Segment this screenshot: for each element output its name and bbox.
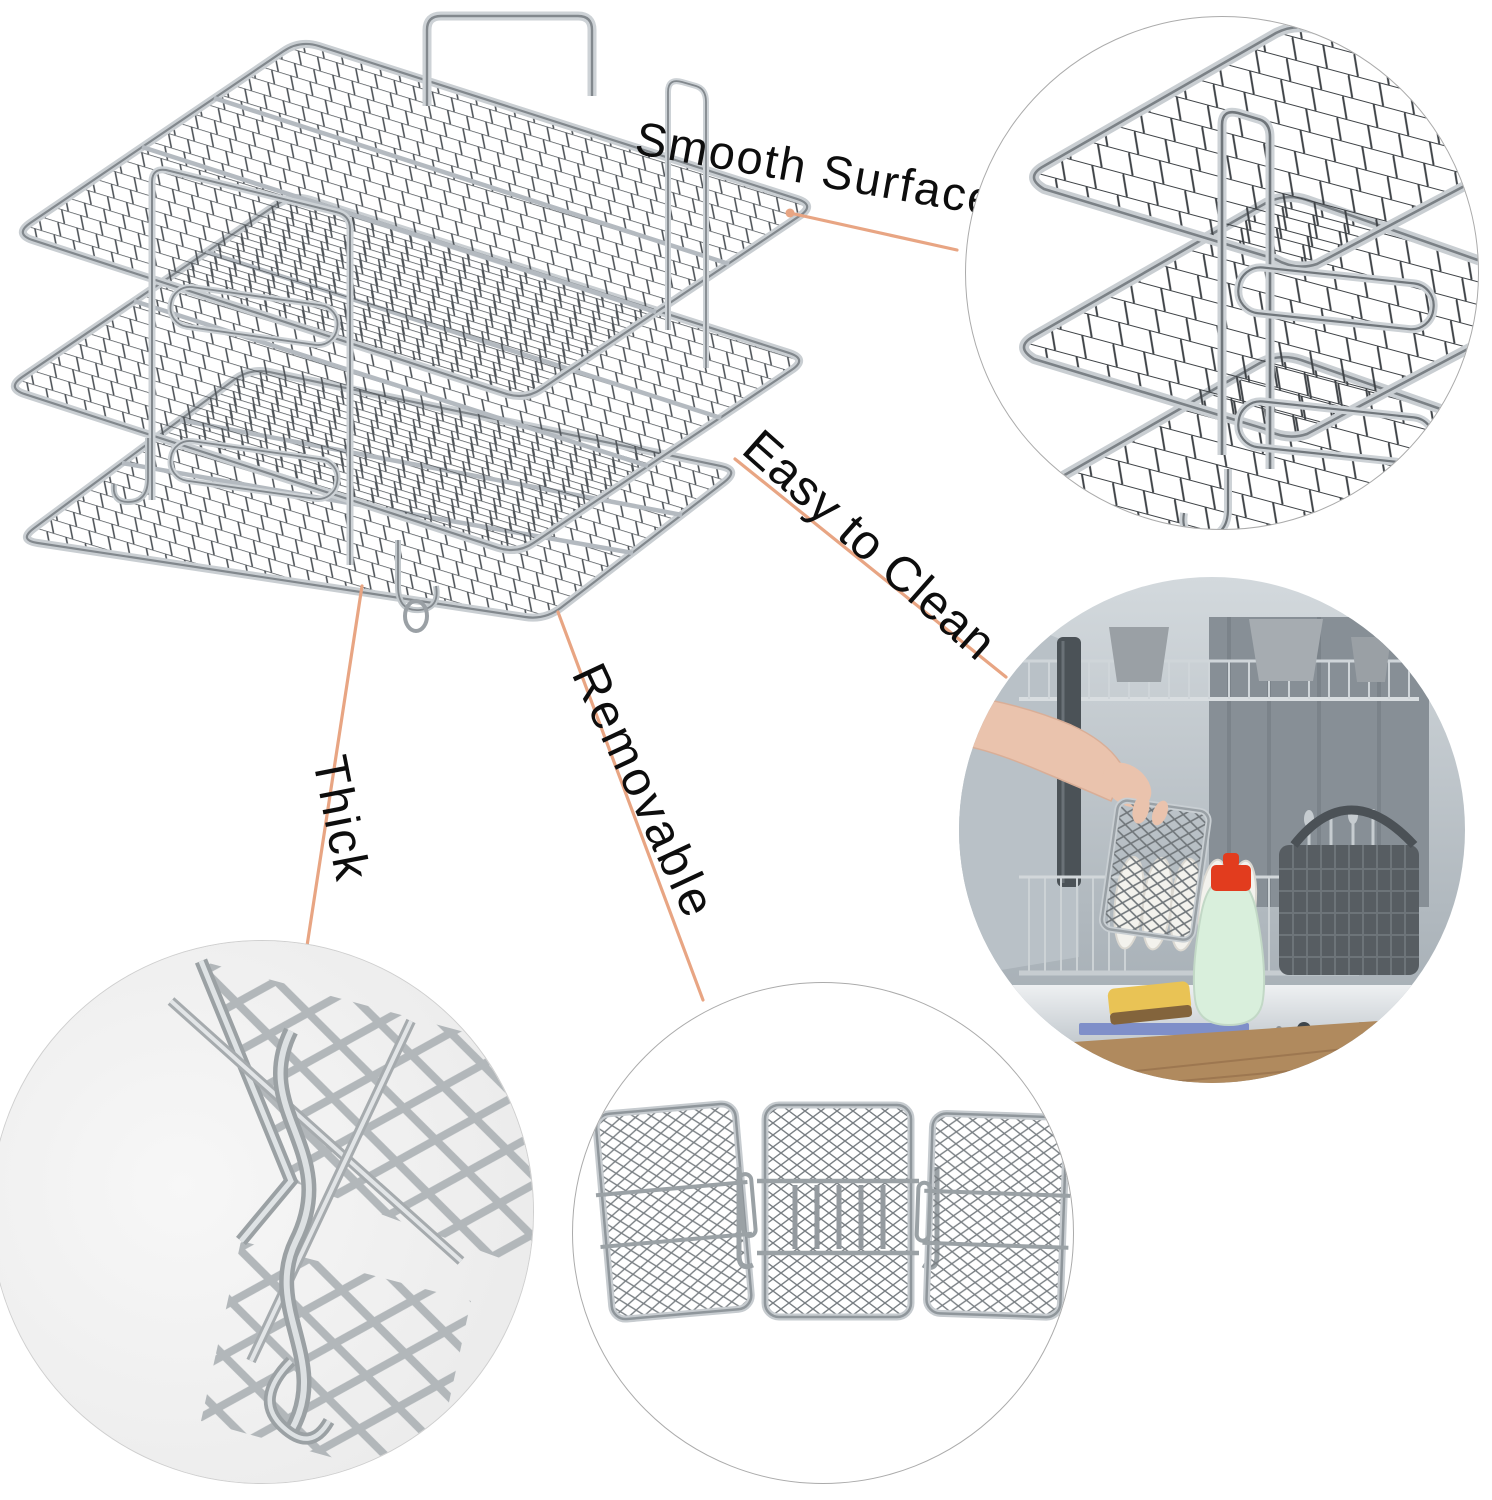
magnified-hook xyxy=(1179,469,1232,529)
door-label-strip xyxy=(1079,1023,1249,1035)
thick-edge-wire xyxy=(194,958,299,1246)
gray-cup xyxy=(1109,627,1169,682)
rack-hook-center xyxy=(395,540,440,633)
flat-rack-middle xyxy=(736,1101,940,1321)
thick-mesh-patch-bottom xyxy=(201,1241,471,1483)
label-thick: Thick xyxy=(302,751,380,887)
dishwasher-photo-circle xyxy=(959,577,1465,1083)
fingers xyxy=(1132,794,1169,826)
rack-side-bracket xyxy=(914,1180,933,1243)
thick-cross-wire xyxy=(167,997,465,1364)
magnified-post xyxy=(1217,107,1275,469)
hand-arm xyxy=(959,694,1152,808)
bottle-cap xyxy=(1211,865,1251,891)
magnified-rack-corner-circle xyxy=(965,16,1479,530)
rack-handle-left xyxy=(736,1167,754,1270)
rack-hook-left xyxy=(110,438,151,506)
gray-cup xyxy=(1351,637,1391,682)
thick-wire-closeup-circle xyxy=(0,940,534,1484)
rack-divider-bars xyxy=(792,1185,886,1249)
rack-handle xyxy=(422,11,597,106)
sponge xyxy=(1107,981,1193,1025)
rack-support-frame xyxy=(148,166,354,565)
thick-s-wire xyxy=(273,1027,317,1435)
flat-rack-right xyxy=(914,1109,1071,1321)
cutlery-basket xyxy=(1279,805,1419,975)
disassembled-racks-circle xyxy=(572,982,1074,1484)
basket-handle xyxy=(1290,805,1418,849)
thick-hook xyxy=(263,1356,335,1445)
main-rack-illustration xyxy=(0,11,840,633)
detergent-bottle xyxy=(1192,853,1266,1027)
flat-rack-left xyxy=(592,1100,758,1323)
gray-cup xyxy=(1249,619,1323,681)
rack-back-post xyxy=(665,78,709,368)
label-removable: Removable xyxy=(561,655,727,928)
